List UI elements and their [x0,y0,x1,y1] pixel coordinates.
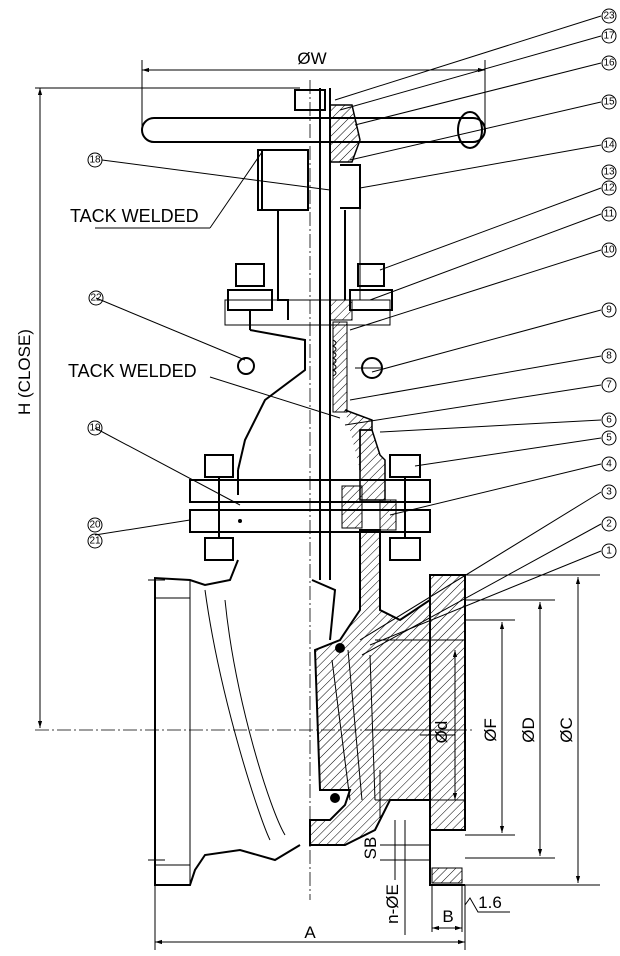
balloon-8: 8 [601,348,617,364]
balloon-4-label: 4 [606,459,612,470]
balloon-13: 13 [601,164,617,180]
dim-h-label: H (CLOSE) [15,329,34,415]
balloon-21: 21 [87,533,103,549]
balloon-22-label: 22 [90,293,102,304]
balloon-13-label: 13 [603,167,615,178]
balloon-8-label: 8 [606,351,612,362]
center-lines [35,80,475,900]
yoke [224,149,391,471]
balloon-18-label: 18 [89,155,101,166]
balloon-20: 20 [87,517,103,533]
roughness-label: 1.6 [478,893,502,912]
balloon-14: 14 [601,137,617,153]
tack-welded-lower: TACK WELDED [68,361,197,381]
tack-welded-upper: TACK WELDED [70,206,199,226]
balloon-12-label: 12 [603,183,615,194]
balloon-3: 3 [601,484,617,500]
balloon-19-label: 19 [89,423,101,434]
balloon-17: 17 [601,28,617,44]
dim-sb-label: SB [361,837,380,860]
balloon-6: 6 [601,412,617,428]
dim-b-label: B [442,907,453,926]
balloon-19: 19 [87,420,103,436]
balloon-15: 15 [601,94,617,110]
balloon-7: 7 [601,377,617,393]
balloon-17-label: 17 [603,31,615,42]
balloon-6-label: 6 [606,415,612,426]
balloon-23: 23 [601,8,617,24]
dim-d-label: ØD [519,717,538,743]
valve-body [154,529,466,886]
balloon-15-label: 15 [603,97,615,108]
balloon-21-label: 21 [89,536,101,547]
dimension-lines [35,60,600,950]
balloon-2: 2 [601,516,617,532]
leader-lines [94,15,602,736]
balloon-9: 9 [601,302,617,318]
balloon-16-label: 16 [603,58,615,69]
dim-d-small-label: Ød [432,721,451,744]
balloon-14-label: 14 [603,140,615,151]
balloon-10-label: 10 [603,245,615,256]
balloon-1: 1 [601,543,617,559]
packing [237,321,383,413]
balloon-3-label: 3 [606,487,612,498]
dim-e-label: n-ØE [383,884,402,924]
balloon-4: 4 [601,456,617,472]
balloon-2-label: 2 [606,519,612,530]
balloon-11: 11 [601,206,617,222]
balloon-16: 16 [601,55,617,71]
stem [319,88,331,580]
balloon-11-label: 11 [604,209,615,220]
balloon-10: 10 [601,242,617,258]
balloon-1-label: 1 [606,546,612,557]
balloon-20-label: 20 [89,520,101,531]
upper-bolts [227,263,393,330]
dim-a-label: A [304,923,316,942]
bonnet [237,409,386,501]
handwheel [141,89,486,163]
balloon-12: 12 [601,180,617,196]
balloon-9-label: 9 [606,305,612,316]
dim-c-label: ØC [557,717,576,743]
balloon-5: 5 [601,430,617,446]
balloon-5-label: 5 [606,433,612,444]
balloon-18: 18 [87,152,103,168]
dim-w-label: ØW [297,49,326,68]
balloon-23-label: 23 [603,11,615,22]
balloon-7-label: 7 [606,380,612,391]
balloon-22: 22 [88,290,104,306]
dim-f-label: ØF [481,718,500,742]
